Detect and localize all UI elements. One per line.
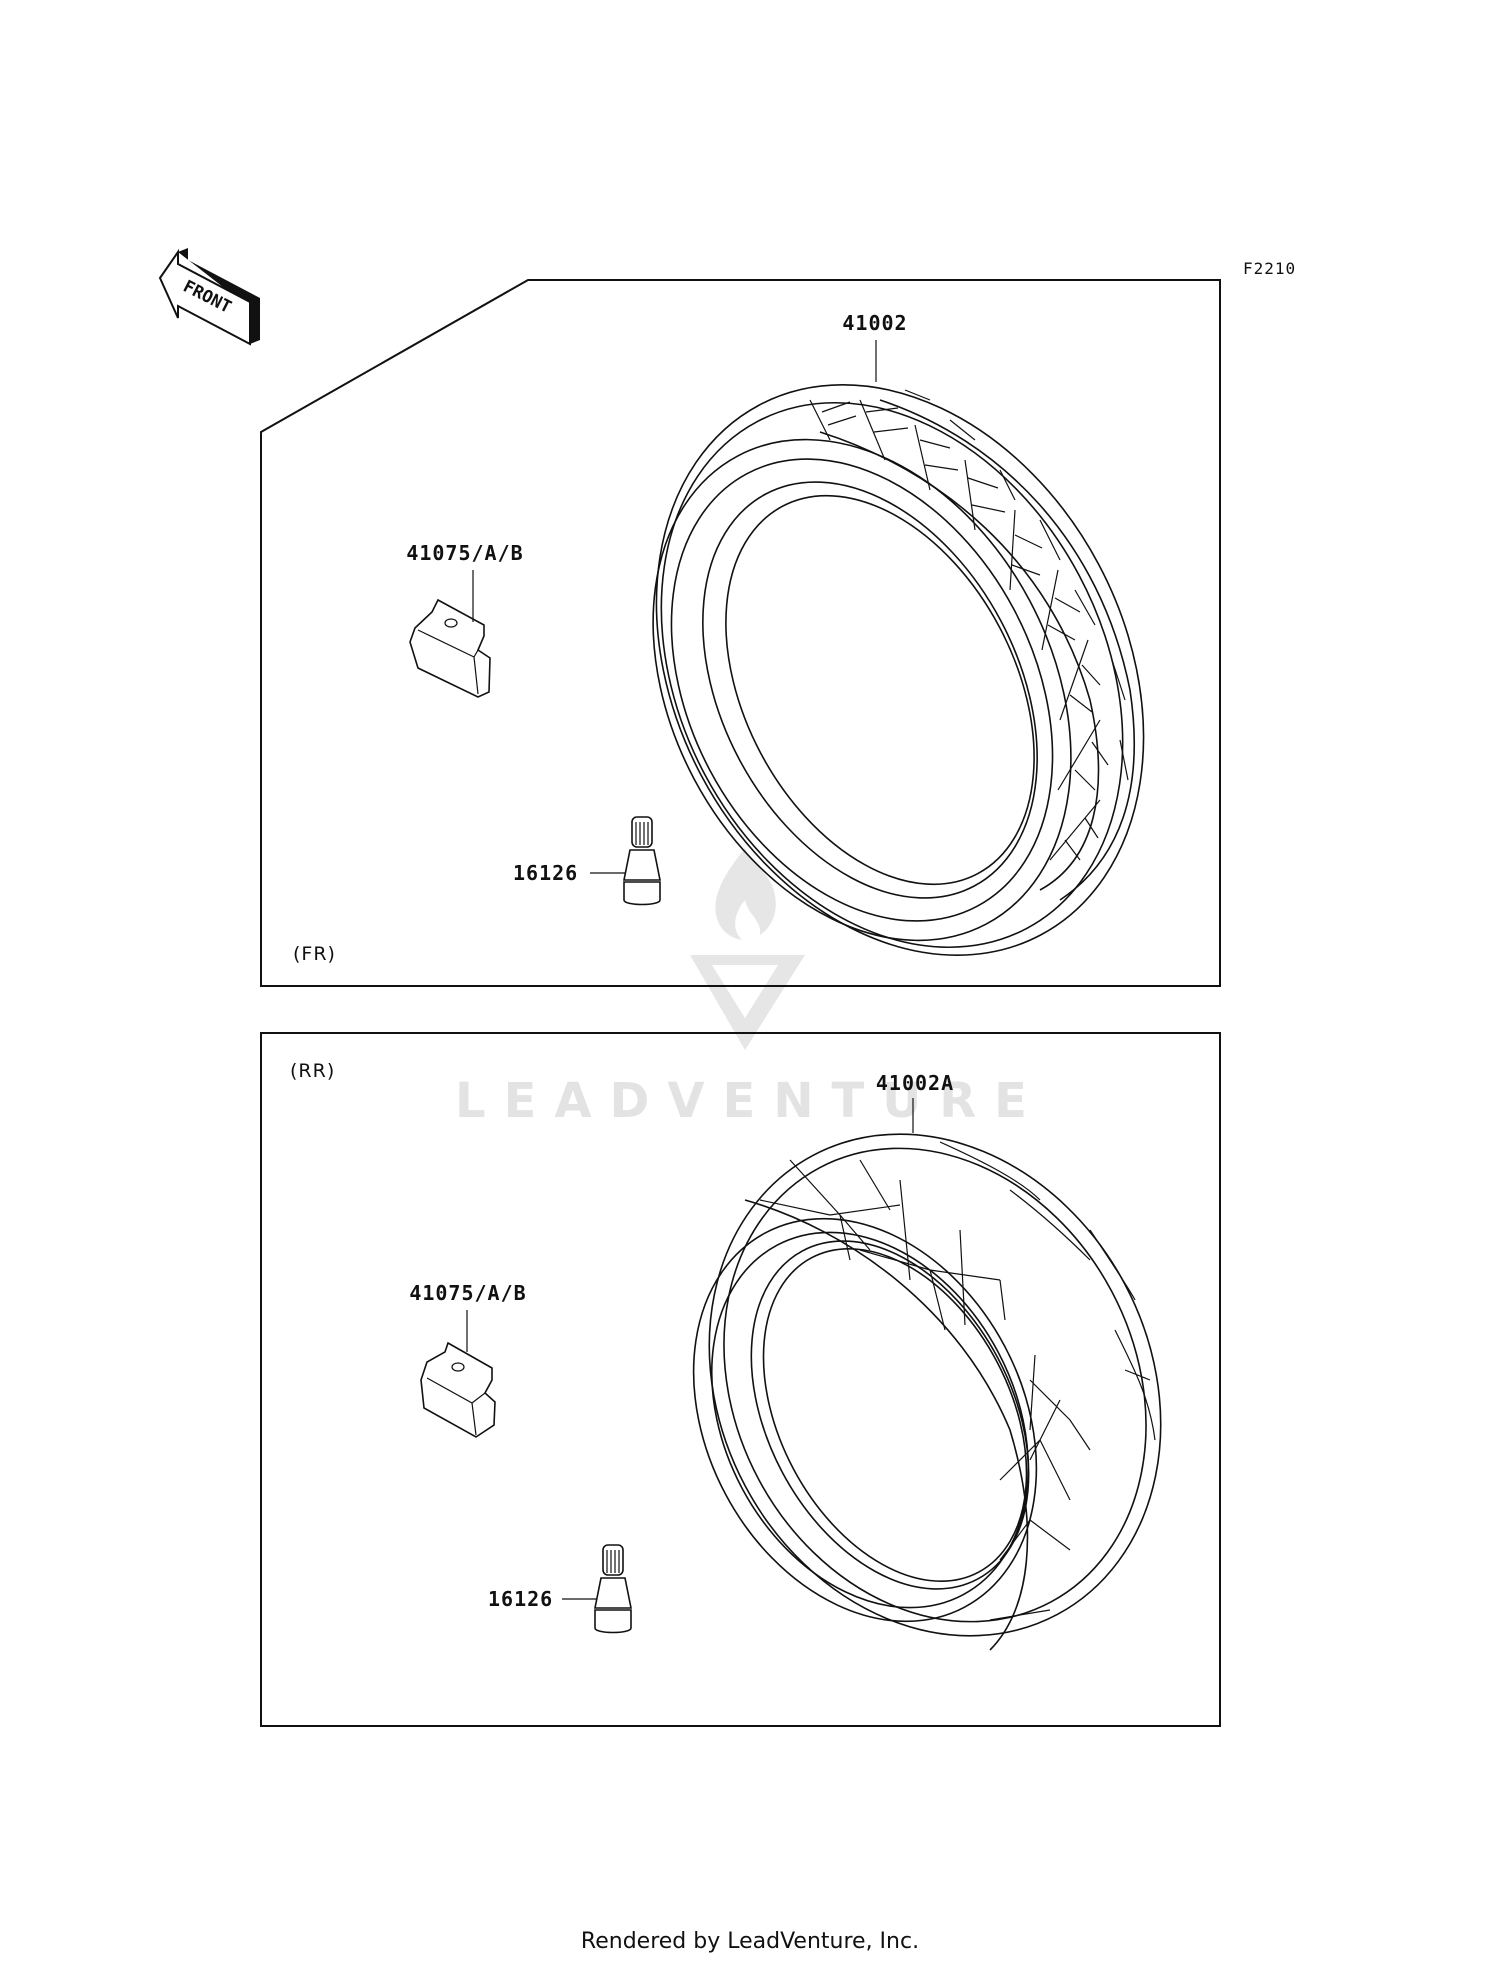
balance-weight-drawing <box>409 598 491 698</box>
part-front-balance-weight-41075[interactable]: 41075/A/B <box>406 541 523 698</box>
part-rear-balance-weight-41075[interactable]: 41075/A/B <box>409 1281 526 1438</box>
part-front-valve-stem-16126[interactable]: 16126 <box>513 816 661 906</box>
part-number-label: 41075/A/B <box>409 1281 526 1305</box>
valve-stem-drawing <box>594 1544 632 1634</box>
balance-weight-drawing <box>420 1341 496 1438</box>
front-tire-drawing <box>652 384 1145 956</box>
part-number-label: 41075/A/B <box>406 541 523 565</box>
watermark-text: LEADVENTURE <box>455 1073 1045 1129</box>
footer-credit: Rendered by LeadVenture, Inc. <box>581 1929 919 1954</box>
figure-code: F2210 <box>1243 259 1296 278</box>
section-label-rr: (RR) <box>290 1060 335 1082</box>
valve-stem-drawing <box>623 816 661 906</box>
panel-rear: (RR) 41002A <box>260 1032 1247 1727</box>
leadventure-logo-icon <box>690 848 805 1050</box>
panel-front-border <box>260 279 1221 987</box>
rear-tire-drawing <box>692 1133 1162 1651</box>
part-number-label: 16126 <box>488 1587 553 1611</box>
watermark: LEADVENTURE <box>455 848 1045 1129</box>
part-rear-valve-stem-16126[interactable]: 16126 <box>488 1544 632 1634</box>
panel-rear-border <box>260 1032 1221 1727</box>
part-number-label: 16126 <box>513 861 578 885</box>
front-arrow-icon: FRONT <box>158 248 260 346</box>
part-number-label: 41002 <box>842 311 907 335</box>
panel-front: (FR) 41002 <box>260 279 1239 1040</box>
part-number-label: 41002A <box>876 1071 954 1095</box>
section-label-fr: (FR) <box>293 943 336 965</box>
part-front-tire-41002[interactable]: 41002 <box>560 299 1239 1040</box>
part-rear-tire-41002A[interactable]: 41002A <box>623 1054 1247 1715</box>
